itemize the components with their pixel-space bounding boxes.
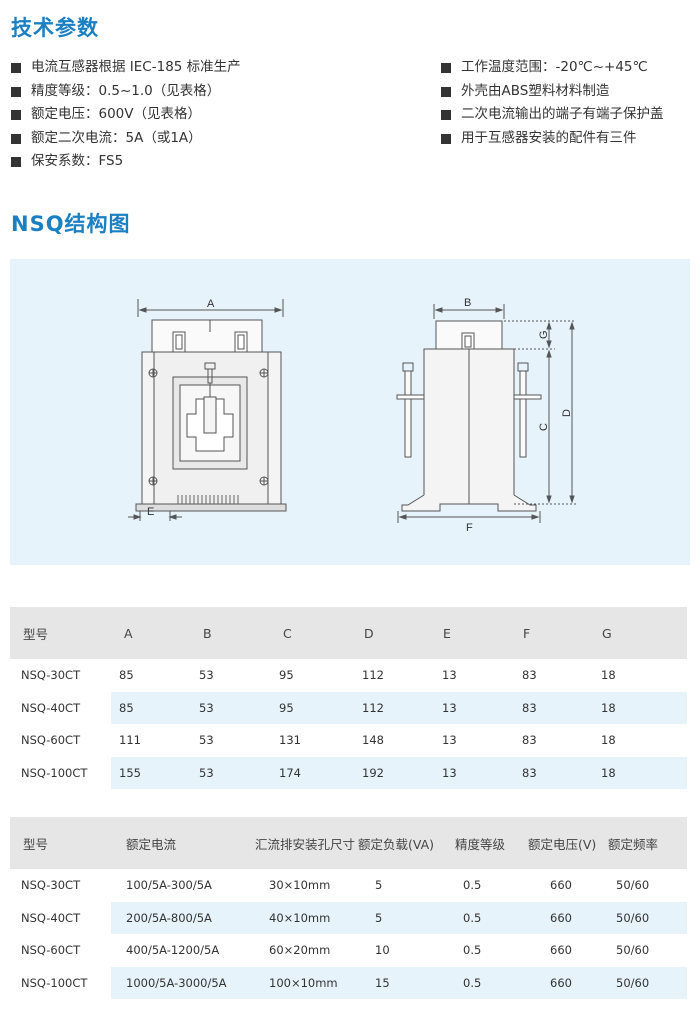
spec-item: 精度等级：0.5~1.0（见表格）	[11, 80, 241, 104]
structure-title: NSQ结构图	[11, 212, 131, 236]
square-bullet-icon	[441, 86, 451, 97]
spec-list-left: 电流互感器根据 IEC-185 标准生产 精度等级：0.5~1.0（见表格） 额…	[11, 56, 241, 174]
col-header: B	[190, 607, 270, 659]
dim-label-b: B	[464, 297, 471, 309]
table-row: NSQ-30CT 100/5A-300/5A 30×10mm 5 0.5 660…	[21, 878, 650, 893]
square-bullet-icon	[441, 63, 451, 73]
dim-label-c: C	[538, 423, 550, 431]
dim-label-g: G	[538, 330, 550, 339]
col-header: 额定电流	[111, 817, 244, 869]
col-header: C	[270, 607, 351, 659]
col-header: 额定电压(V)	[528, 817, 608, 869]
table-row: NSQ-30CT 85 53 95 112 13 83 18	[21, 668, 616, 683]
dim-label-d: D	[561, 409, 573, 417]
table-row: NSQ-100CT 155 53 174 192 13 83 18	[10, 756, 687, 789]
col-header: 额定负载(VA)	[358, 817, 455, 869]
spec-item: 电流互感器根据 IEC-185 标准生产	[11, 56, 241, 80]
spec-item: 额定电压：600V（见表格）	[11, 103, 241, 127]
dim-label-e: E	[147, 506, 154, 518]
table-row: NSQ-100CT 1000/5A-3000/5A 100×10mm 15 0.…	[10, 966, 687, 999]
col-header: 型号	[10, 817, 111, 869]
spec-item: 外壳由ABS塑料材料制造	[441, 80, 664, 104]
spec-list-right: 工作温度范围：-20℃~+45℃ 外壳由ABS塑料材料制造 二次电流输出的端子有…	[441, 56, 664, 150]
spec-item: 额定二次电流：5A（或1A）	[11, 127, 241, 151]
spec-item: 保安系数：FS5	[11, 150, 241, 174]
col-header: G	[589, 607, 687, 659]
col-header: 汇流排安装孔尺寸	[244, 817, 358, 869]
col-header: E	[430, 607, 510, 659]
col-header: 精度等级	[455, 817, 528, 869]
square-bullet-icon	[11, 63, 21, 73]
square-bullet-icon	[11, 110, 21, 120]
spec-item: 用于互感器安装的配件有三件	[441, 127, 664, 151]
tech-params-title: 技术参数	[11, 16, 99, 40]
structure-diagram: A E B F G C D	[10, 259, 690, 565]
table-row: NSQ-60CT 111 53 131 148 13 83 18	[21, 733, 616, 748]
table-row: NSQ-60CT 400/5A-1200/5A 60×20mm 10 0.5 6…	[21, 943, 650, 958]
square-bullet-icon	[11, 133, 21, 144]
dimension-table: 型号 A B C D E F G NSQ-30CT 85 53 95 112 1…	[10, 607, 687, 789]
dim-label-a: A	[207, 298, 215, 310]
spec-item: 工作温度范围：-20℃~+45℃	[441, 56, 664, 80]
table-row: NSQ-40CT 85 53 95 112 13 83 18	[10, 691, 687, 724]
rating-table-header: 型号 额定电流 汇流排安装孔尺寸 额定负载(VA) 精度等级 额定电压(V) 额…	[10, 817, 687, 869]
square-bullet-icon	[441, 133, 451, 144]
square-bullet-icon	[11, 157, 21, 167]
rating-table: 型号 额定电流 汇流排安装孔尺寸 额定负载(VA) 精度等级 额定电压(V) 额…	[10, 817, 687, 999]
col-header: A	[111, 607, 190, 659]
square-bullet-icon	[11, 86, 21, 97]
structure-drawing: A E B F G C D	[128, 297, 576, 534]
col-header: 型号	[10, 607, 111, 659]
col-header: 额定频率	[608, 817, 687, 869]
col-header: F	[510, 607, 589, 659]
table-row: NSQ-40CT 200/5A-800/5A 40×10mm 5 0.5 660…	[10, 901, 687, 934]
col-header: D	[351, 607, 430, 659]
square-bullet-icon	[441, 110, 451, 120]
spec-item: 二次电流输出的端子有端子保护盖	[441, 103, 664, 127]
dim-label-f: F	[466, 522, 473, 534]
dimension-table-header: 型号 A B C D E F G	[10, 607, 687, 659]
